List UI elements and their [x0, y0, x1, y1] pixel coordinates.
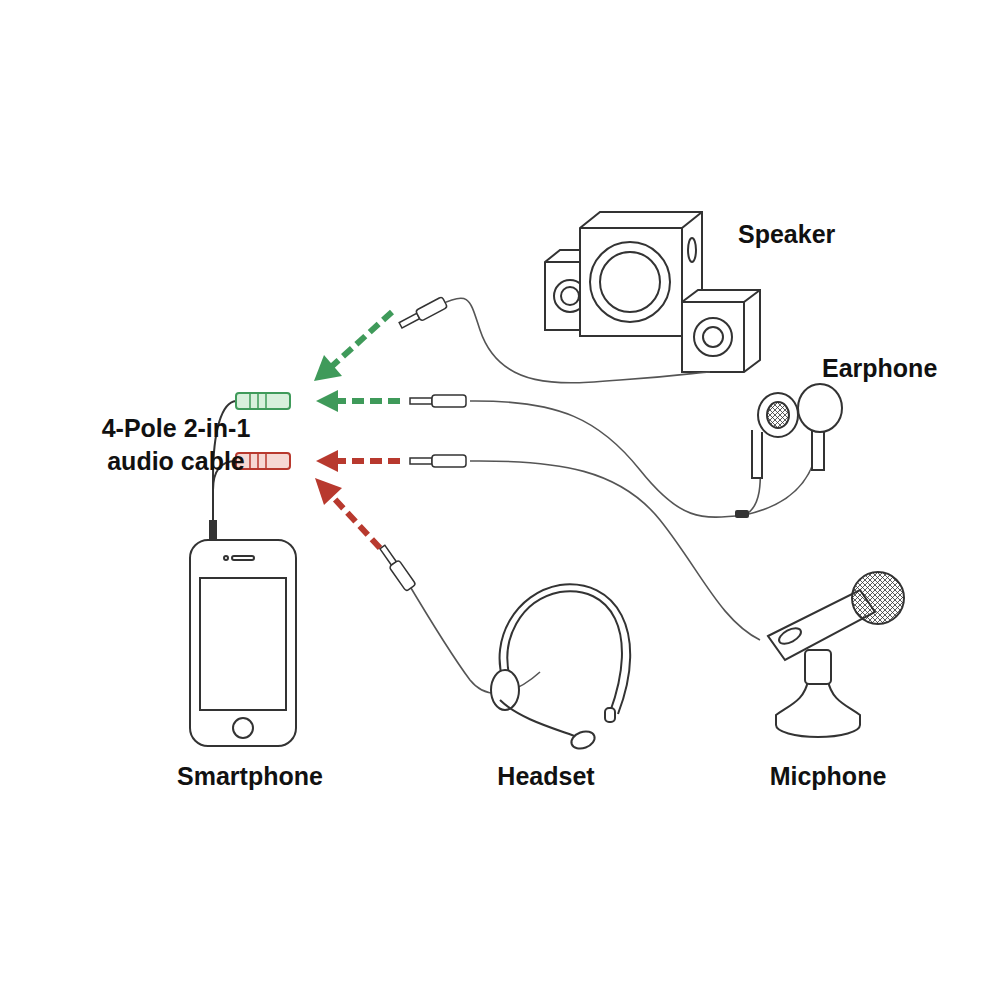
- right-driver-cone: [703, 327, 723, 347]
- plug-body: [415, 297, 447, 322]
- earphone-plug: [410, 395, 466, 407]
- mic-switch: [777, 625, 804, 647]
- figure-label: Smartphone: [150, 760, 350, 793]
- boom-arm: [500, 700, 580, 738]
- plug-arrows: [330, 312, 400, 548]
- mic-arrow-head: [316, 450, 338, 472]
- earphone-arrow-head: [316, 390, 338, 412]
- right-satellite: [682, 290, 760, 372]
- left-bud: [758, 393, 798, 437]
- plug-body: [389, 560, 416, 591]
- smartphone: [190, 540, 296, 746]
- speaker-cable: [440, 298, 710, 383]
- speaker-plug: [398, 297, 448, 331]
- figure-label: Micphone: [728, 760, 928, 793]
- plug-tip: [399, 313, 419, 328]
- plug-tip: [410, 458, 432, 464]
- desk-microphone: [768, 572, 904, 737]
- green-jack-ridges: [250, 393, 266, 409]
- phone-body: [190, 540, 296, 746]
- phone-screen: [200, 578, 286, 710]
- right-satellite-edge: [682, 290, 760, 372]
- left-bud-mesh: [767, 402, 789, 428]
- earphone-cable: [470, 401, 745, 517]
- headset-cable: [405, 578, 540, 693]
- front-camera: [224, 556, 228, 560]
- headset: [491, 584, 630, 751]
- left-stem: [752, 430, 762, 478]
- figure-label: Headset: [446, 760, 646, 793]
- right-bud: [798, 384, 842, 432]
- splitter-plug: [209, 520, 217, 540]
- figure-label: 4-Pole 2-in-1 audio cable: [90, 412, 262, 477]
- earphone-arrow-shaft: [335, 398, 400, 404]
- headset-arrow-shaft: [330, 494, 380, 548]
- head-band: [507, 591, 622, 712]
- figure-label: Speaker: [738, 218, 938, 251]
- plug-body: [432, 455, 466, 467]
- left-driver-cone: [561, 287, 579, 305]
- woofer-cone: [600, 252, 660, 312]
- stand-clip: [805, 650, 831, 684]
- woofer-ring: [590, 242, 670, 322]
- right-driver: [694, 318, 732, 356]
- bass-port: [688, 238, 696, 262]
- figure-label: Earphone: [822, 352, 992, 385]
- red-jack-ridges: [250, 453, 266, 469]
- cable-splitter: [735, 510, 749, 518]
- plug-body: [432, 395, 466, 407]
- plug-tip: [410, 398, 432, 404]
- home-button: [233, 718, 253, 738]
- green-jack: [236, 393, 290, 409]
- mic-plug: [410, 455, 466, 467]
- headset-plug: [377, 544, 416, 592]
- headset-arrow-head: [315, 478, 342, 505]
- speaker-set: [545, 212, 760, 372]
- plug-tip: [380, 545, 396, 565]
- boom-mic: [569, 728, 597, 751]
- speaker-arrow-shaft: [330, 312, 392, 368]
- speaker-arrow-head: [314, 355, 342, 381]
- earbuds: [752, 384, 842, 478]
- band-end: [605, 708, 615, 722]
- mic-arrow-shaft: [335, 458, 400, 464]
- stand-foot: [776, 680, 860, 725]
- right-stem: [812, 428, 824, 470]
- mic-head: [852, 572, 904, 624]
- earpiece-slot: [232, 556, 254, 560]
